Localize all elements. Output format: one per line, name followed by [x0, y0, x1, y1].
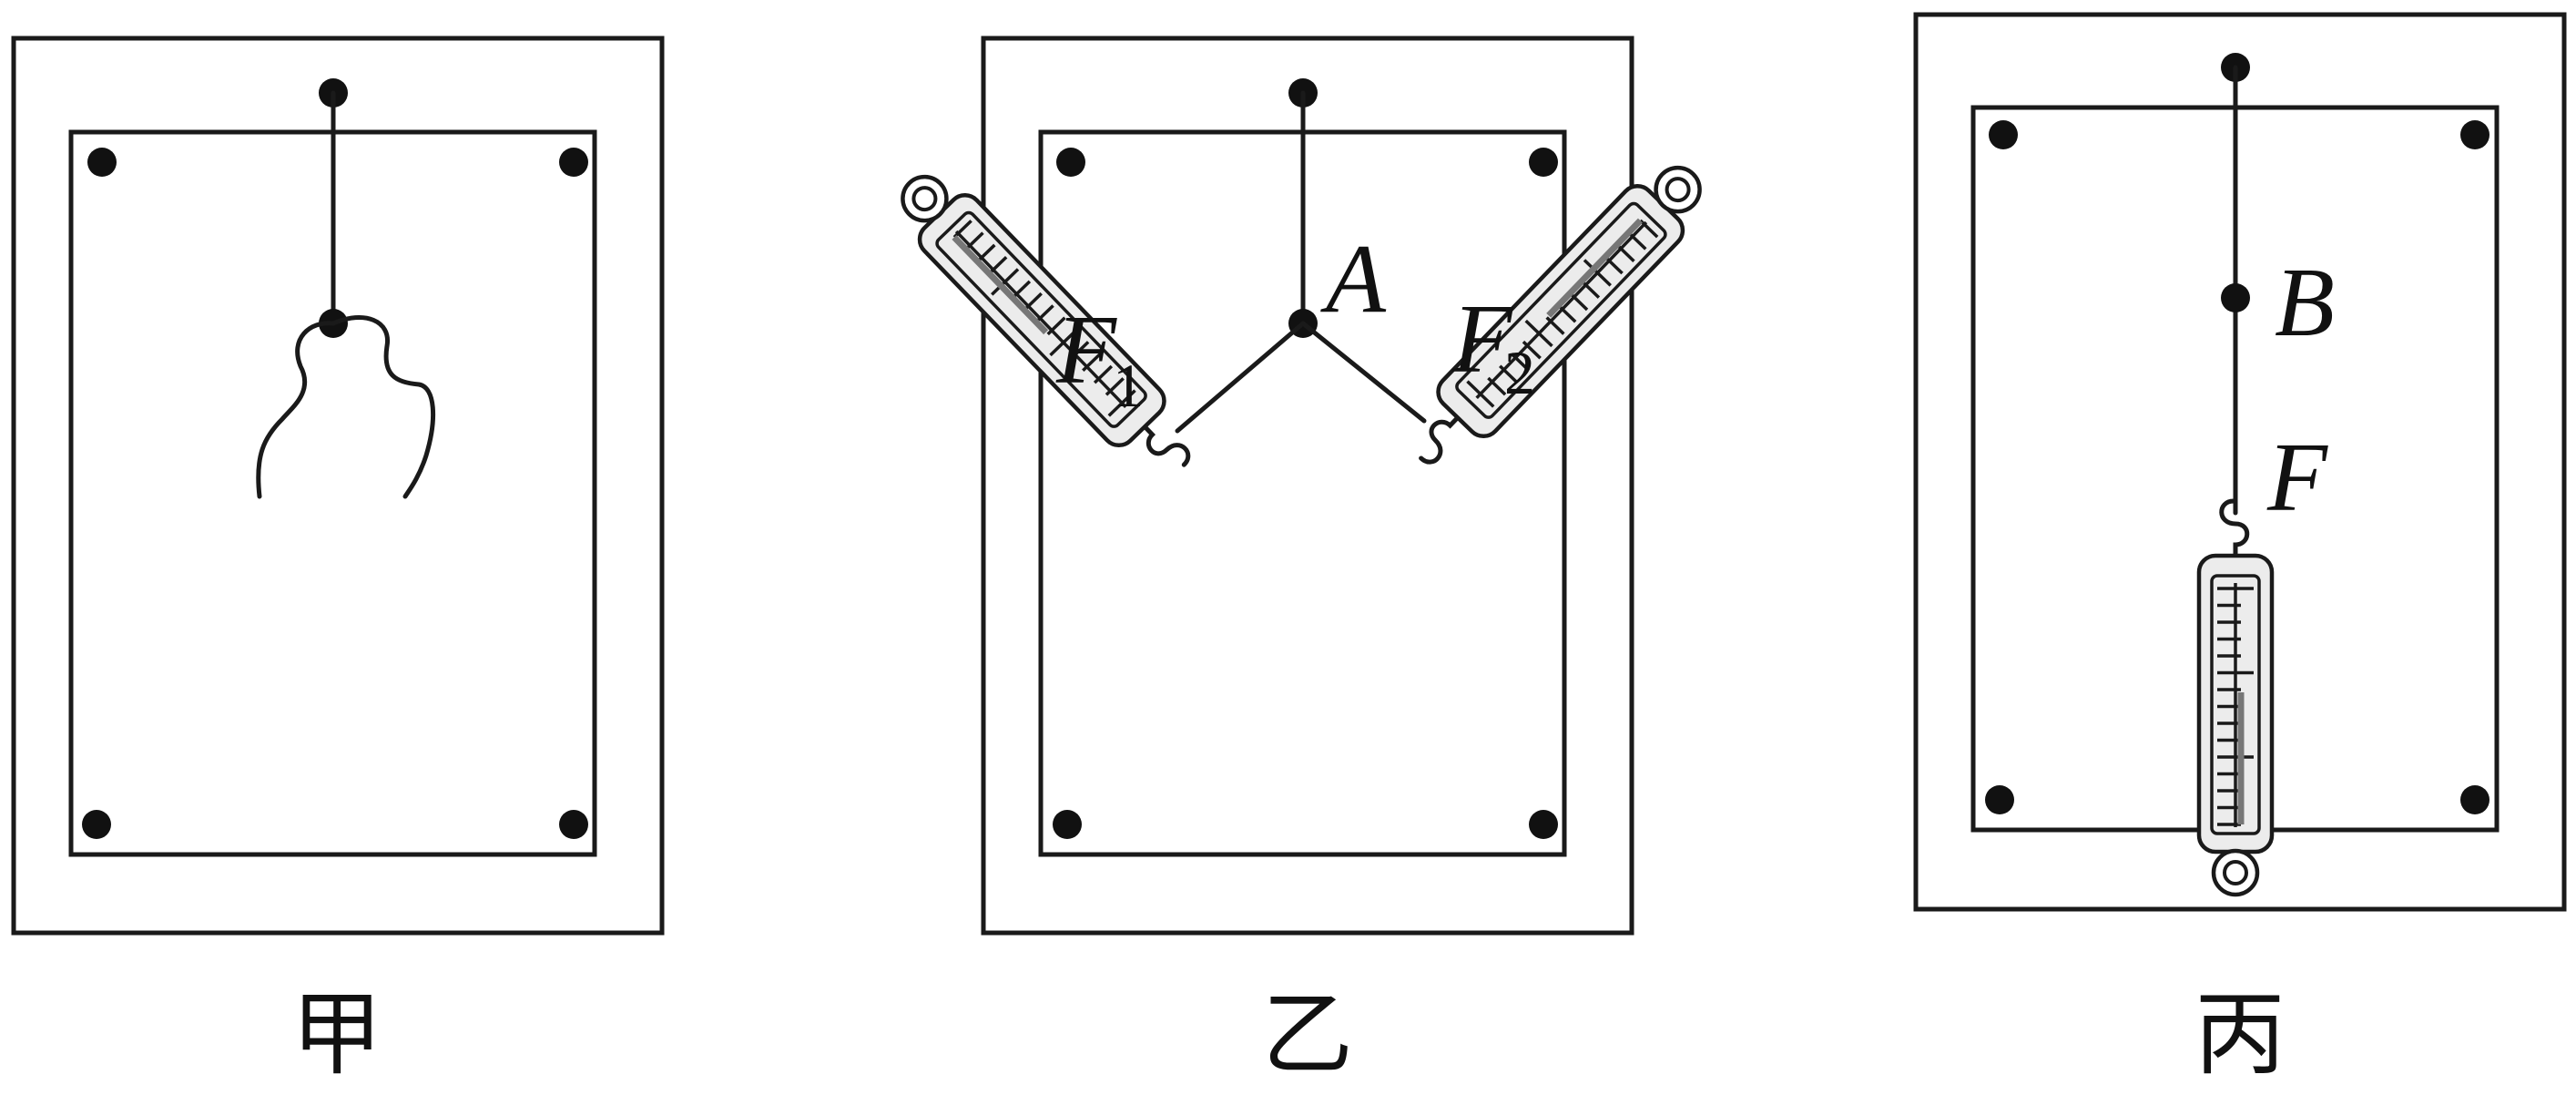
scale-ring — [1654, 165, 1702, 214]
scale-tick — [1569, 292, 1589, 312]
scale-tick — [952, 220, 972, 239]
scale-tick — [1105, 377, 1125, 396]
string-right — [1300, 321, 1427, 424]
scale-tick — [1082, 353, 1102, 373]
panel-caption-bing: 丙 — [2194, 981, 2286, 1088]
panel-yi: A F 1 F 2 乙 — [901, 36, 1702, 1088]
spring-scale-icon — [1419, 165, 1702, 465]
pushpin-icon — [1529, 810, 1558, 839]
scale-tick — [1583, 259, 1612, 287]
scale-tick — [1011, 280, 1032, 300]
scale-tick — [964, 231, 984, 251]
pushpin-icon — [559, 810, 588, 839]
scale-tick — [1580, 280, 1601, 299]
string-left — [1175, 321, 1306, 434]
scale-tick — [991, 268, 1020, 296]
scale-window — [2210, 574, 2261, 835]
scale-ring — [2211, 848, 2260, 897]
scale-tick — [988, 255, 1008, 275]
scale-hook — [1419, 414, 1461, 465]
scale-ring-inner — [2223, 860, 2248, 885]
point-label-b: B — [2275, 249, 2335, 357]
scale-tick — [1639, 219, 1659, 239]
force-letter: F — [2266, 424, 2328, 532]
scale-window — [1455, 201, 1667, 419]
scale-tick — [1070, 341, 1090, 360]
scale-tick — [1499, 364, 1519, 384]
scale-tick — [1487, 376, 1507, 396]
pushpin-icon — [1989, 120, 2018, 149]
pushpin-icon — [1056, 148, 1085, 177]
scale-hook — [2219, 498, 2250, 558]
pushpin-icon — [559, 148, 588, 177]
force1-letter: F — [1055, 296, 1117, 404]
scale-tick — [1023, 292, 1043, 312]
point-label-a: A — [1320, 225, 1387, 333]
scale-tick — [1627, 231, 1647, 251]
scale-pointer — [1546, 218, 1643, 318]
force1-subscript: 1 — [1113, 351, 1144, 420]
pushpin-icon — [2460, 120, 2489, 149]
scale-tick — [1545, 316, 1565, 335]
scale-tick — [1522, 340, 1542, 360]
pushpin-icon — [87, 148, 117, 177]
scale-tick — [1093, 364, 1114, 384]
scale-ring — [901, 174, 949, 223]
loose-string-left — [256, 321, 336, 499]
board-outer-jia — [11, 36, 665, 936]
pushpin-icon — [82, 810, 111, 839]
force2-subscript: 2 — [1504, 338, 1535, 407]
scale-tick — [1466, 380, 1495, 408]
scale-tick — [1046, 316, 1066, 336]
scale-tick — [1615, 243, 1635, 262]
panel-bing: B F 丙 — [1913, 12, 2567, 1088]
scale-tick — [1049, 328, 1078, 357]
board-outer-yi — [981, 36, 1634, 936]
board-outer-bing — [1913, 12, 2567, 912]
scale-hook — [1142, 424, 1191, 467]
scale-tick — [1107, 389, 1136, 417]
scale-tick — [976, 243, 996, 263]
spring-scale-icon — [2196, 498, 2275, 897]
scale-pointer — [952, 234, 1049, 335]
scale-tick — [1510, 353, 1531, 372]
scale-ring-inner — [1665, 177, 1691, 203]
panel-jia: 甲 — [11, 36, 665, 1088]
panel-caption-yi: 乙 — [1262, 981, 1353, 1088]
panel-caption-jia: 甲 — [291, 981, 382, 1088]
scale-window — [935, 210, 1147, 428]
pushpin-icon — [1529, 148, 1558, 177]
loose-string-right — [331, 314, 436, 499]
pushpin-icon — [2460, 785, 2489, 814]
scale-tick — [1524, 319, 1553, 348]
spring-scale-icon — [901, 174, 1191, 467]
scale-tick — [1604, 255, 1624, 275]
knot-point-b — [2221, 283, 2250, 312]
scale-tick — [1557, 303, 1577, 323]
pushpin-icon — [1985, 785, 2014, 814]
pushpin-icon — [1053, 810, 1082, 839]
scale-ring-inner — [911, 186, 938, 212]
force2-letter: F — [1451, 285, 1513, 394]
scale-tick — [1034, 304, 1054, 323]
